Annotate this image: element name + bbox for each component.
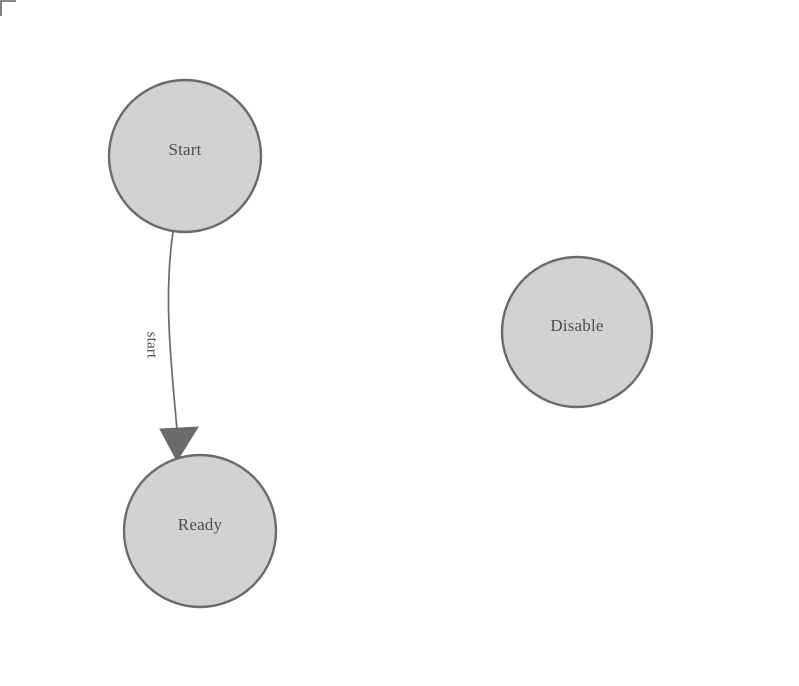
node-disable-circle [500,255,654,409]
edge-start-to-ready[interactable]: start [144,231,199,463]
node-ready-circle [122,453,278,609]
node-start-label: Start [168,140,201,159]
node-disable[interactable]: Disable [500,255,654,409]
edge-label-start: start [144,332,160,359]
edge-path-start-to-ready [167,231,178,431]
node-start[interactable]: Start [107,78,263,234]
arrowhead-icon [159,426,199,463]
node-start-circle [107,78,263,234]
canvas-corner-mark-icon [0,0,16,16]
node-disable-label: Disable [550,316,603,335]
node-ready-label: Ready [178,515,223,534]
node-ready[interactable]: Ready [122,453,278,609]
